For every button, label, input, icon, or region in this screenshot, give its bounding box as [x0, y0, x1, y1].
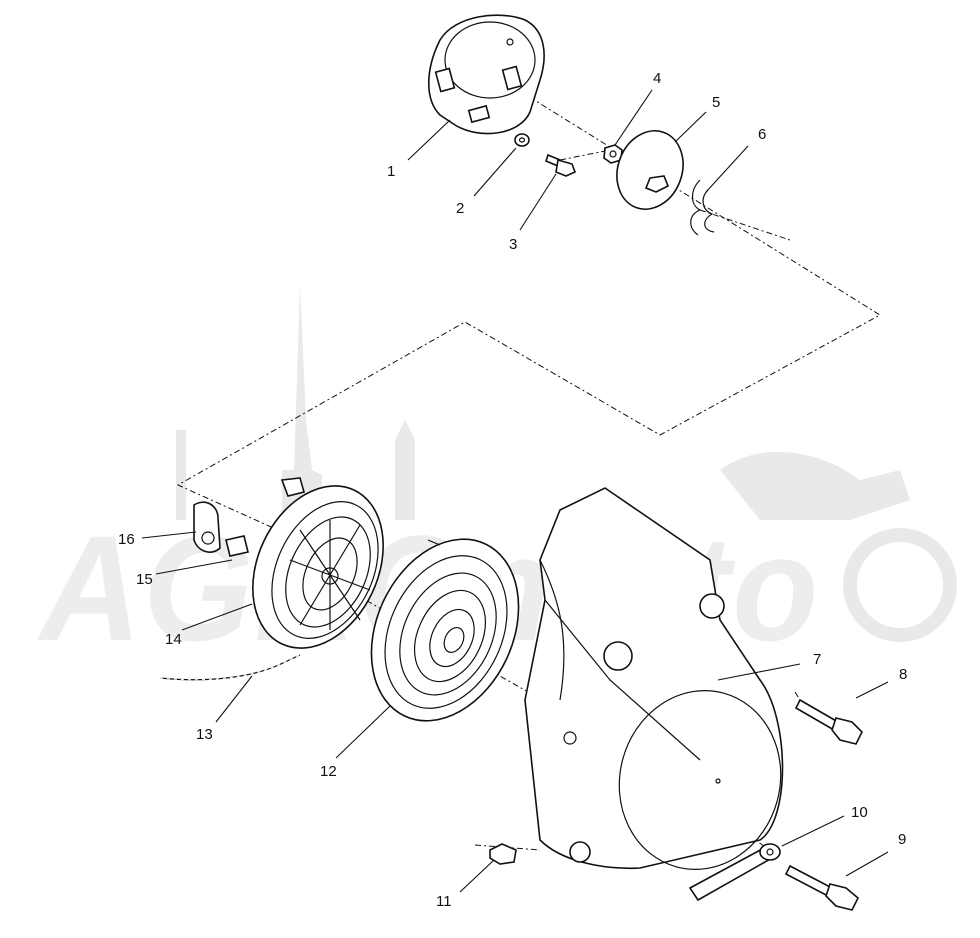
- part-10-strap: [688, 843, 781, 902]
- part-13-rope: [159, 654, 301, 681]
- callout-1: 1: [387, 163, 395, 180]
- part-2-washer: [514, 133, 530, 147]
- leader-lines: [141, 89, 889, 893]
- part-15-pin: [225, 535, 249, 557]
- callout-labels: 1 2 3 4 5 6 7 8 9 10 11 12 13 14 15 16: [118, 70, 907, 910]
- callout-10: 10: [851, 804, 868, 821]
- part-6-spring-clip: [690, 179, 715, 236]
- callout-14: 14: [165, 631, 182, 648]
- callout-2: 2: [456, 200, 464, 217]
- part-9-bolt: [784, 864, 859, 911]
- callout-13: 13: [196, 726, 213, 743]
- part-14-rope-pulley: [252, 477, 384, 649]
- callout-16: 16: [118, 531, 135, 548]
- callout-8: 8: [899, 666, 907, 683]
- watermark-motorcycle-icon: [720, 451, 957, 642]
- callout-3: 3: [509, 236, 517, 253]
- part-16-pawl: [193, 501, 221, 553]
- part-11-plug: [489, 843, 517, 865]
- callout-6: 6: [758, 126, 766, 143]
- callout-15: 15: [136, 571, 153, 588]
- callout-12: 12: [320, 763, 337, 780]
- part-1-drive-cup: [427, 14, 545, 135]
- callout-9: 9: [898, 831, 906, 848]
- part-7-starter-housing: [524, 487, 784, 870]
- part-3-bolt: [545, 153, 577, 177]
- callout-11: 11: [436, 893, 452, 910]
- part-8-bolt: [794, 698, 863, 745]
- callout-4: 4: [653, 70, 661, 87]
- part-5-disc: [616, 130, 684, 210]
- callout-5: 5: [712, 94, 720, 111]
- callout-7: 7: [813, 651, 821, 668]
- part-12-recoil-spring: [370, 538, 520, 722]
